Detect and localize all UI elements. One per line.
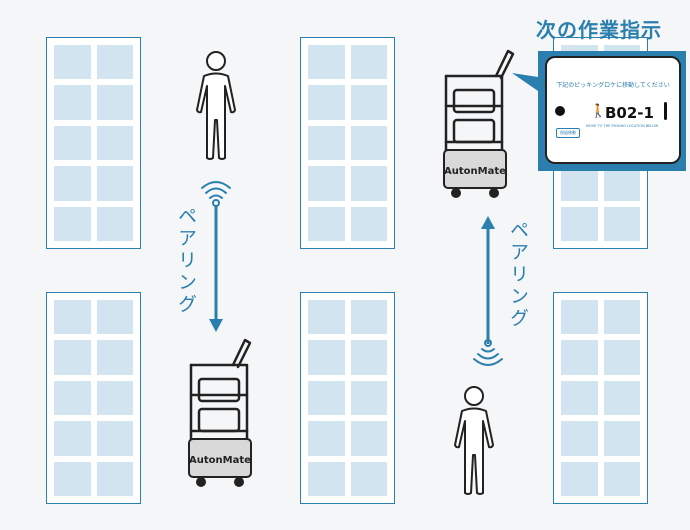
autonmate-robot-icon: AutonMate	[443, 49, 515, 198]
tablet-sub-text: MOVE TO THE PICKING LOCATION BELOW	[586, 124, 659, 128]
home-bar-icon	[664, 102, 667, 120]
worker-person-icon	[196, 51, 236, 160]
worker-person-icon	[454, 386, 494, 495]
shelf-top-left	[46, 37, 141, 249]
shelf-bottom-right	[553, 292, 648, 504]
hold-move-button[interactable]: 保留移動	[556, 128, 580, 138]
pairing-label-left: ペアリング	[175, 206, 197, 316]
robot-brand-label: AutonMate	[189, 455, 251, 466]
shelf-top-middle	[300, 37, 395, 249]
wireless-signal-icon	[201, 181, 231, 207]
pairing-arrow-down	[209, 205, 223, 332]
pairing-label-right: ペアリング	[507, 220, 529, 330]
walking-person-icon: 🚶	[590, 104, 607, 119]
tablet-screen: 下記のピッキングロケに移動してください 🚶 B02-1 保留移動 MOVE TO…	[548, 60, 678, 160]
location-code: B02-1	[605, 104, 654, 122]
wireless-signal-icon	[473, 339, 503, 366]
robot-brand-label: AutonMate	[444, 166, 506, 177]
camera-dot-icon	[555, 106, 565, 116]
shelf-bottom-left	[46, 292, 141, 504]
pairing-arrow-up	[481, 216, 495, 344]
tablet-instruction: 下記のピッキングロケに移動してください	[556, 82, 670, 89]
callout-title: 次の作業指示	[536, 18, 662, 42]
autonmate-robot-icon: AutonMate	[188, 338, 252, 487]
shelf-bottom-middle	[300, 292, 395, 504]
